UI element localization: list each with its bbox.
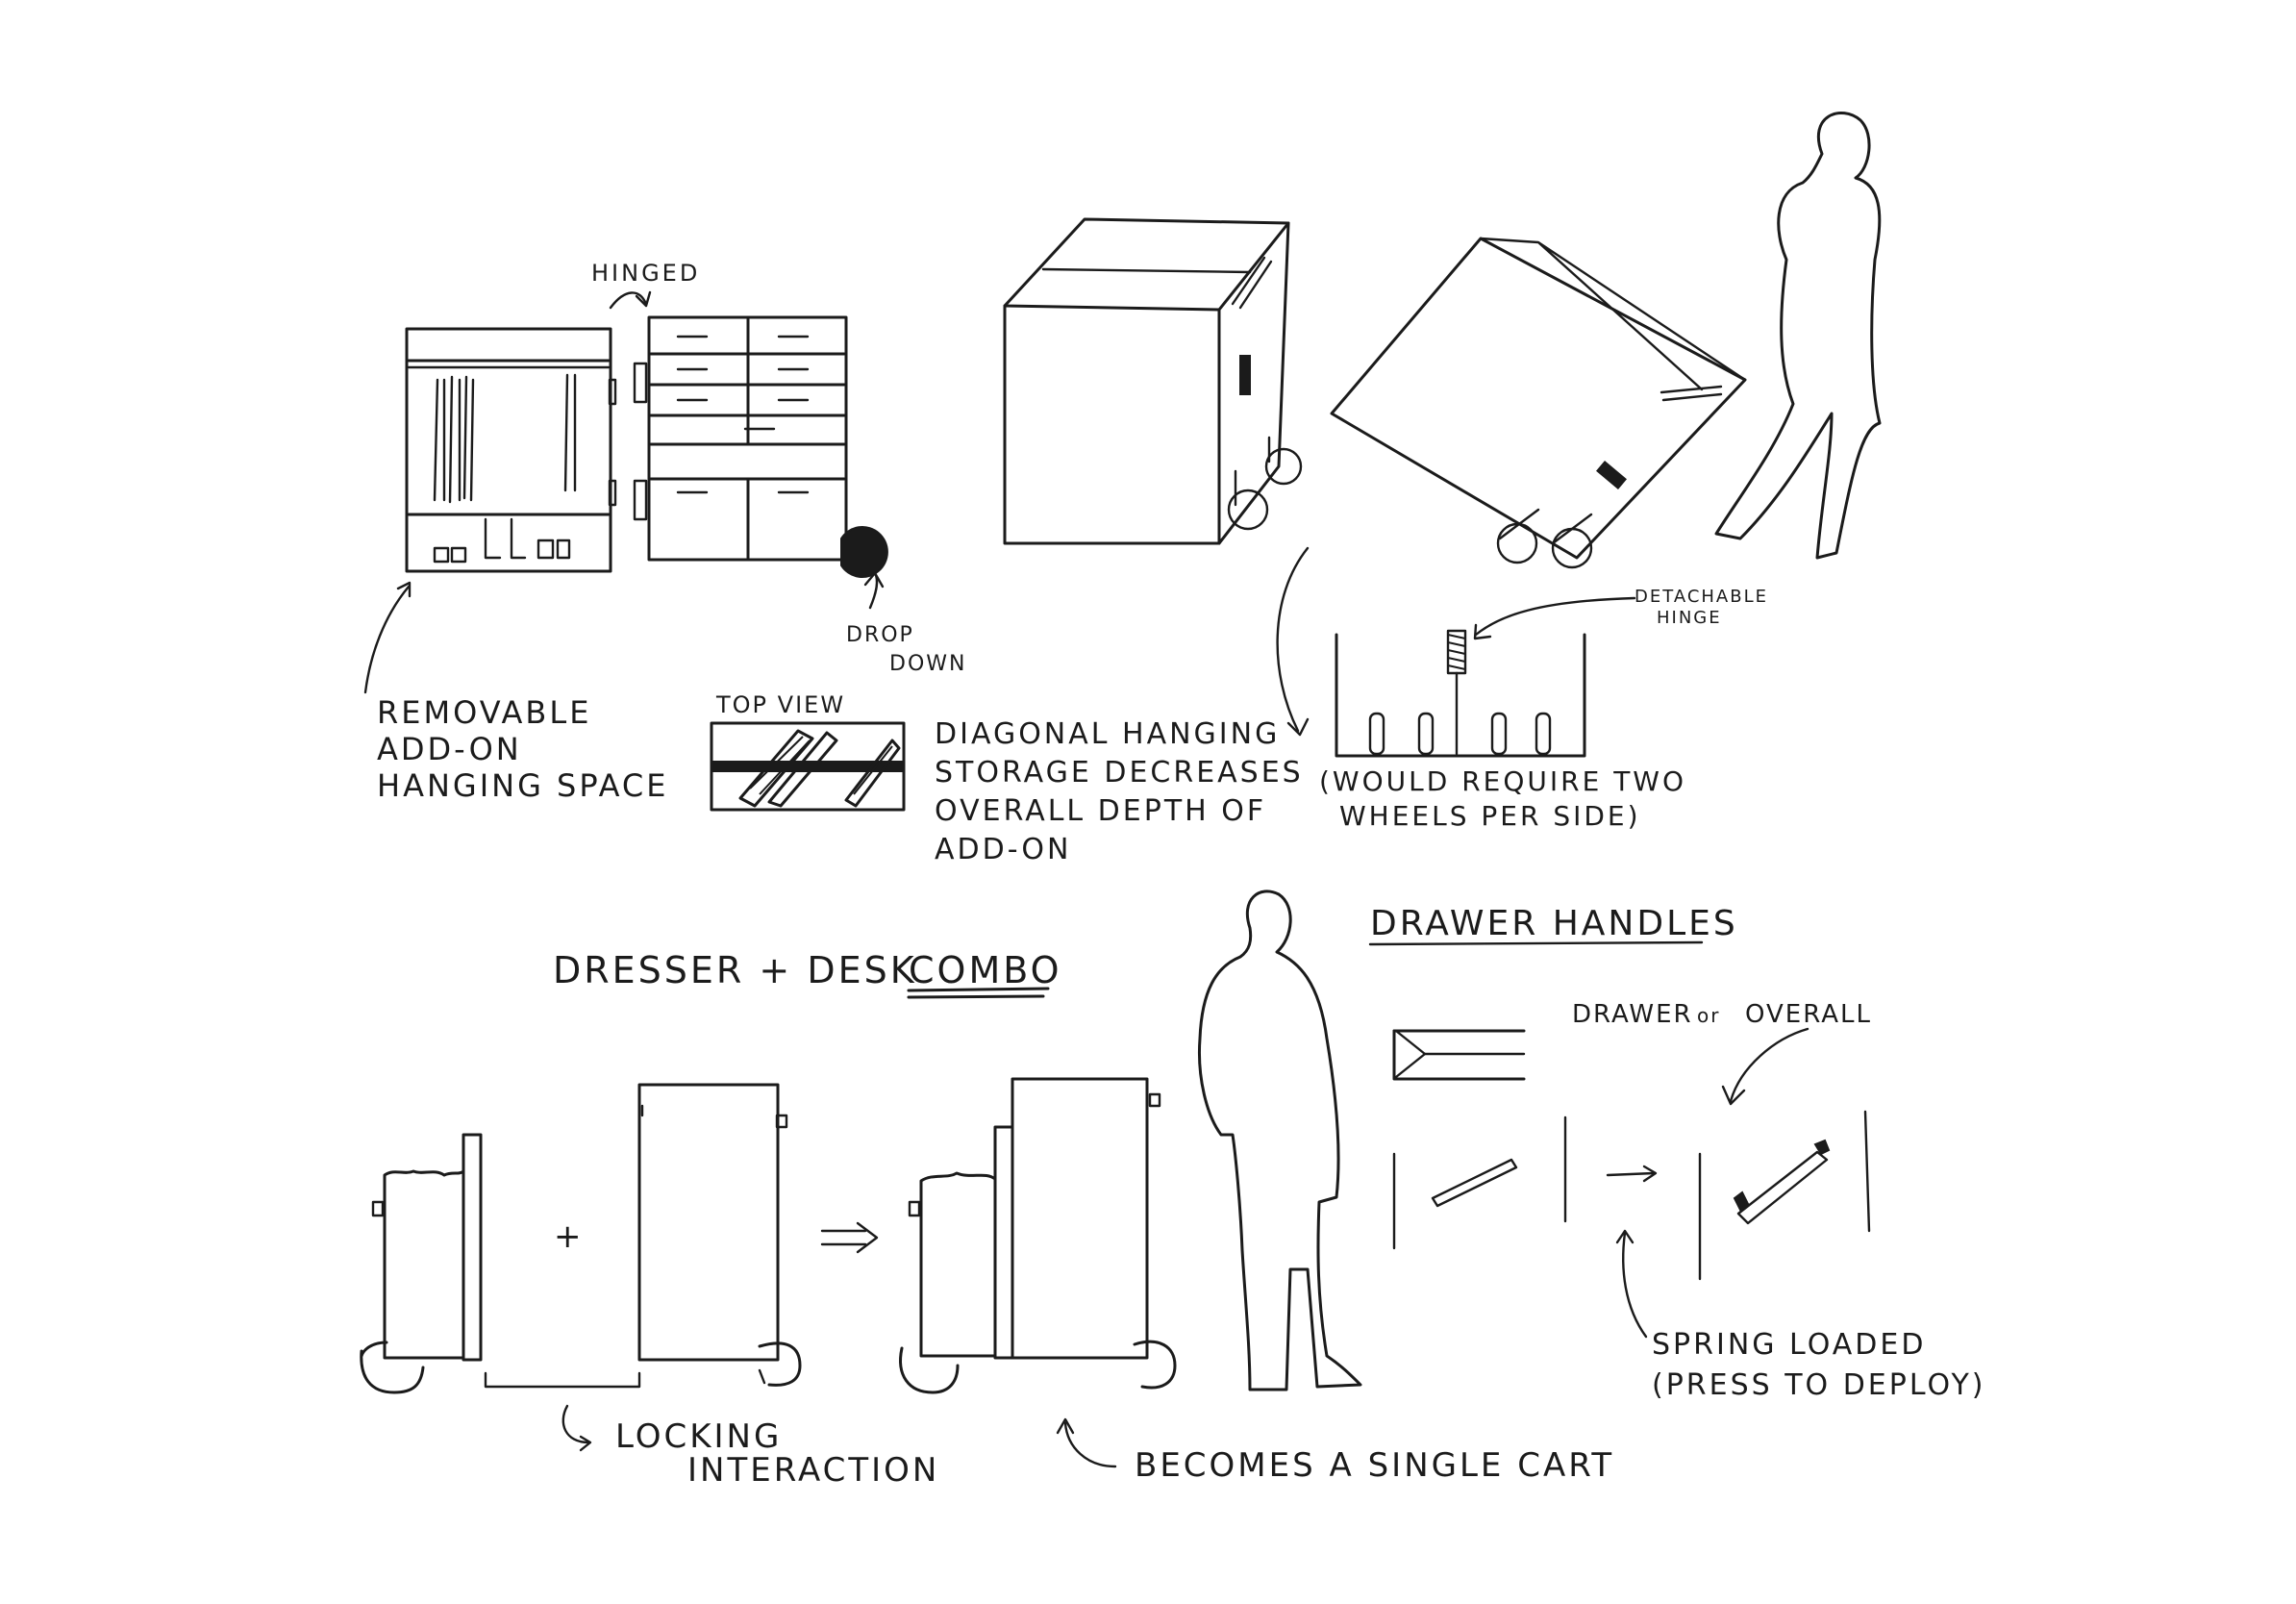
becomes-arrow xyxy=(820,1221,879,1254)
spring-pointer xyxy=(1615,1229,1648,1339)
removable-label-line2: ADD-ON xyxy=(377,731,522,767)
hinged-arrow xyxy=(609,290,652,310)
upright-cart xyxy=(1003,217,1303,545)
diagonal-label-line2: STORAGE DECREASES xyxy=(935,756,1304,789)
detachable-label-line1: DETACHABLE xyxy=(1635,587,1768,607)
person-standing-silhouette xyxy=(1197,890,1362,1391)
or-label: or xyxy=(1697,1004,1720,1027)
single-cart-pointer xyxy=(1056,1417,1117,1468)
handle-deployed-state xyxy=(1698,1110,1871,1281)
detachable-label-line2: HINGE xyxy=(1657,608,1722,628)
removable-label-line3: HANGING SPACE xyxy=(377,767,668,804)
drop-label-line2: DOWN xyxy=(889,652,966,676)
diagonal-label-line4: ADD-ON xyxy=(935,833,1071,866)
combo-title-prefix: DRESSER + DESK xyxy=(553,949,917,991)
hinged-label: HINGED xyxy=(591,260,700,287)
spring-label-line1: SPRING LOADED xyxy=(1652,1328,1926,1362)
dresser-unit xyxy=(360,1133,483,1394)
top-view-label: TOP VIEW xyxy=(715,691,845,718)
combo-underline xyxy=(907,987,1050,999)
drawer-handle-profile xyxy=(1392,1029,1526,1081)
top-view-diagram xyxy=(710,721,906,812)
drawer-handles-title: DRAWER HANDLES xyxy=(1370,904,1738,943)
plus-sign: + xyxy=(554,1217,585,1256)
detachable-hinge-diagram xyxy=(1335,629,1586,758)
deploy-arrow xyxy=(1606,1165,1658,1183)
overall-pointer xyxy=(1721,1027,1809,1106)
wheels-label-line2: WHEELS PER SIDE) xyxy=(1339,800,1641,832)
hanging-add-on-panel xyxy=(405,327,617,573)
person-pushing-silhouette xyxy=(1714,112,1882,560)
dresser-drawers xyxy=(633,315,848,562)
overall-label: OVERALL xyxy=(1745,1000,1872,1029)
drawer-handles-underline xyxy=(1368,940,1704,946)
single-cart-label: BECOMES A SINGLE CART xyxy=(1135,1446,1614,1485)
removable-label-line1: REMOVABLE xyxy=(377,694,591,731)
desk-unit xyxy=(637,1083,802,1387)
locking-bracket xyxy=(484,1371,641,1452)
combo-title-emphasis: COMBO xyxy=(909,949,1062,991)
diagonal-label-line1: DIAGONAL HANGING xyxy=(935,717,1280,751)
removable-pointer xyxy=(363,581,412,694)
combined-cart xyxy=(899,1077,1177,1394)
drawer-label: DRAWER xyxy=(1572,1000,1693,1029)
spring-label-line2: (PRESS TO DEPLOY) xyxy=(1652,1368,1985,1402)
drop-down-wheel xyxy=(840,526,888,610)
tilted-cart xyxy=(1330,237,1747,569)
diagonal-label-line3: OVERALL DEPTH OF xyxy=(935,794,1266,828)
hinge-detail-arrow xyxy=(1276,546,1636,737)
locking-label-line2: INTERACTION xyxy=(687,1451,939,1490)
handle-flush-state xyxy=(1392,1115,1567,1250)
wheels-label-line1: (WOULD REQUIRE TWO xyxy=(1319,765,1686,797)
drop-label-line1: DROP xyxy=(846,623,914,647)
locking-label-line1: LOCKING xyxy=(615,1417,782,1456)
